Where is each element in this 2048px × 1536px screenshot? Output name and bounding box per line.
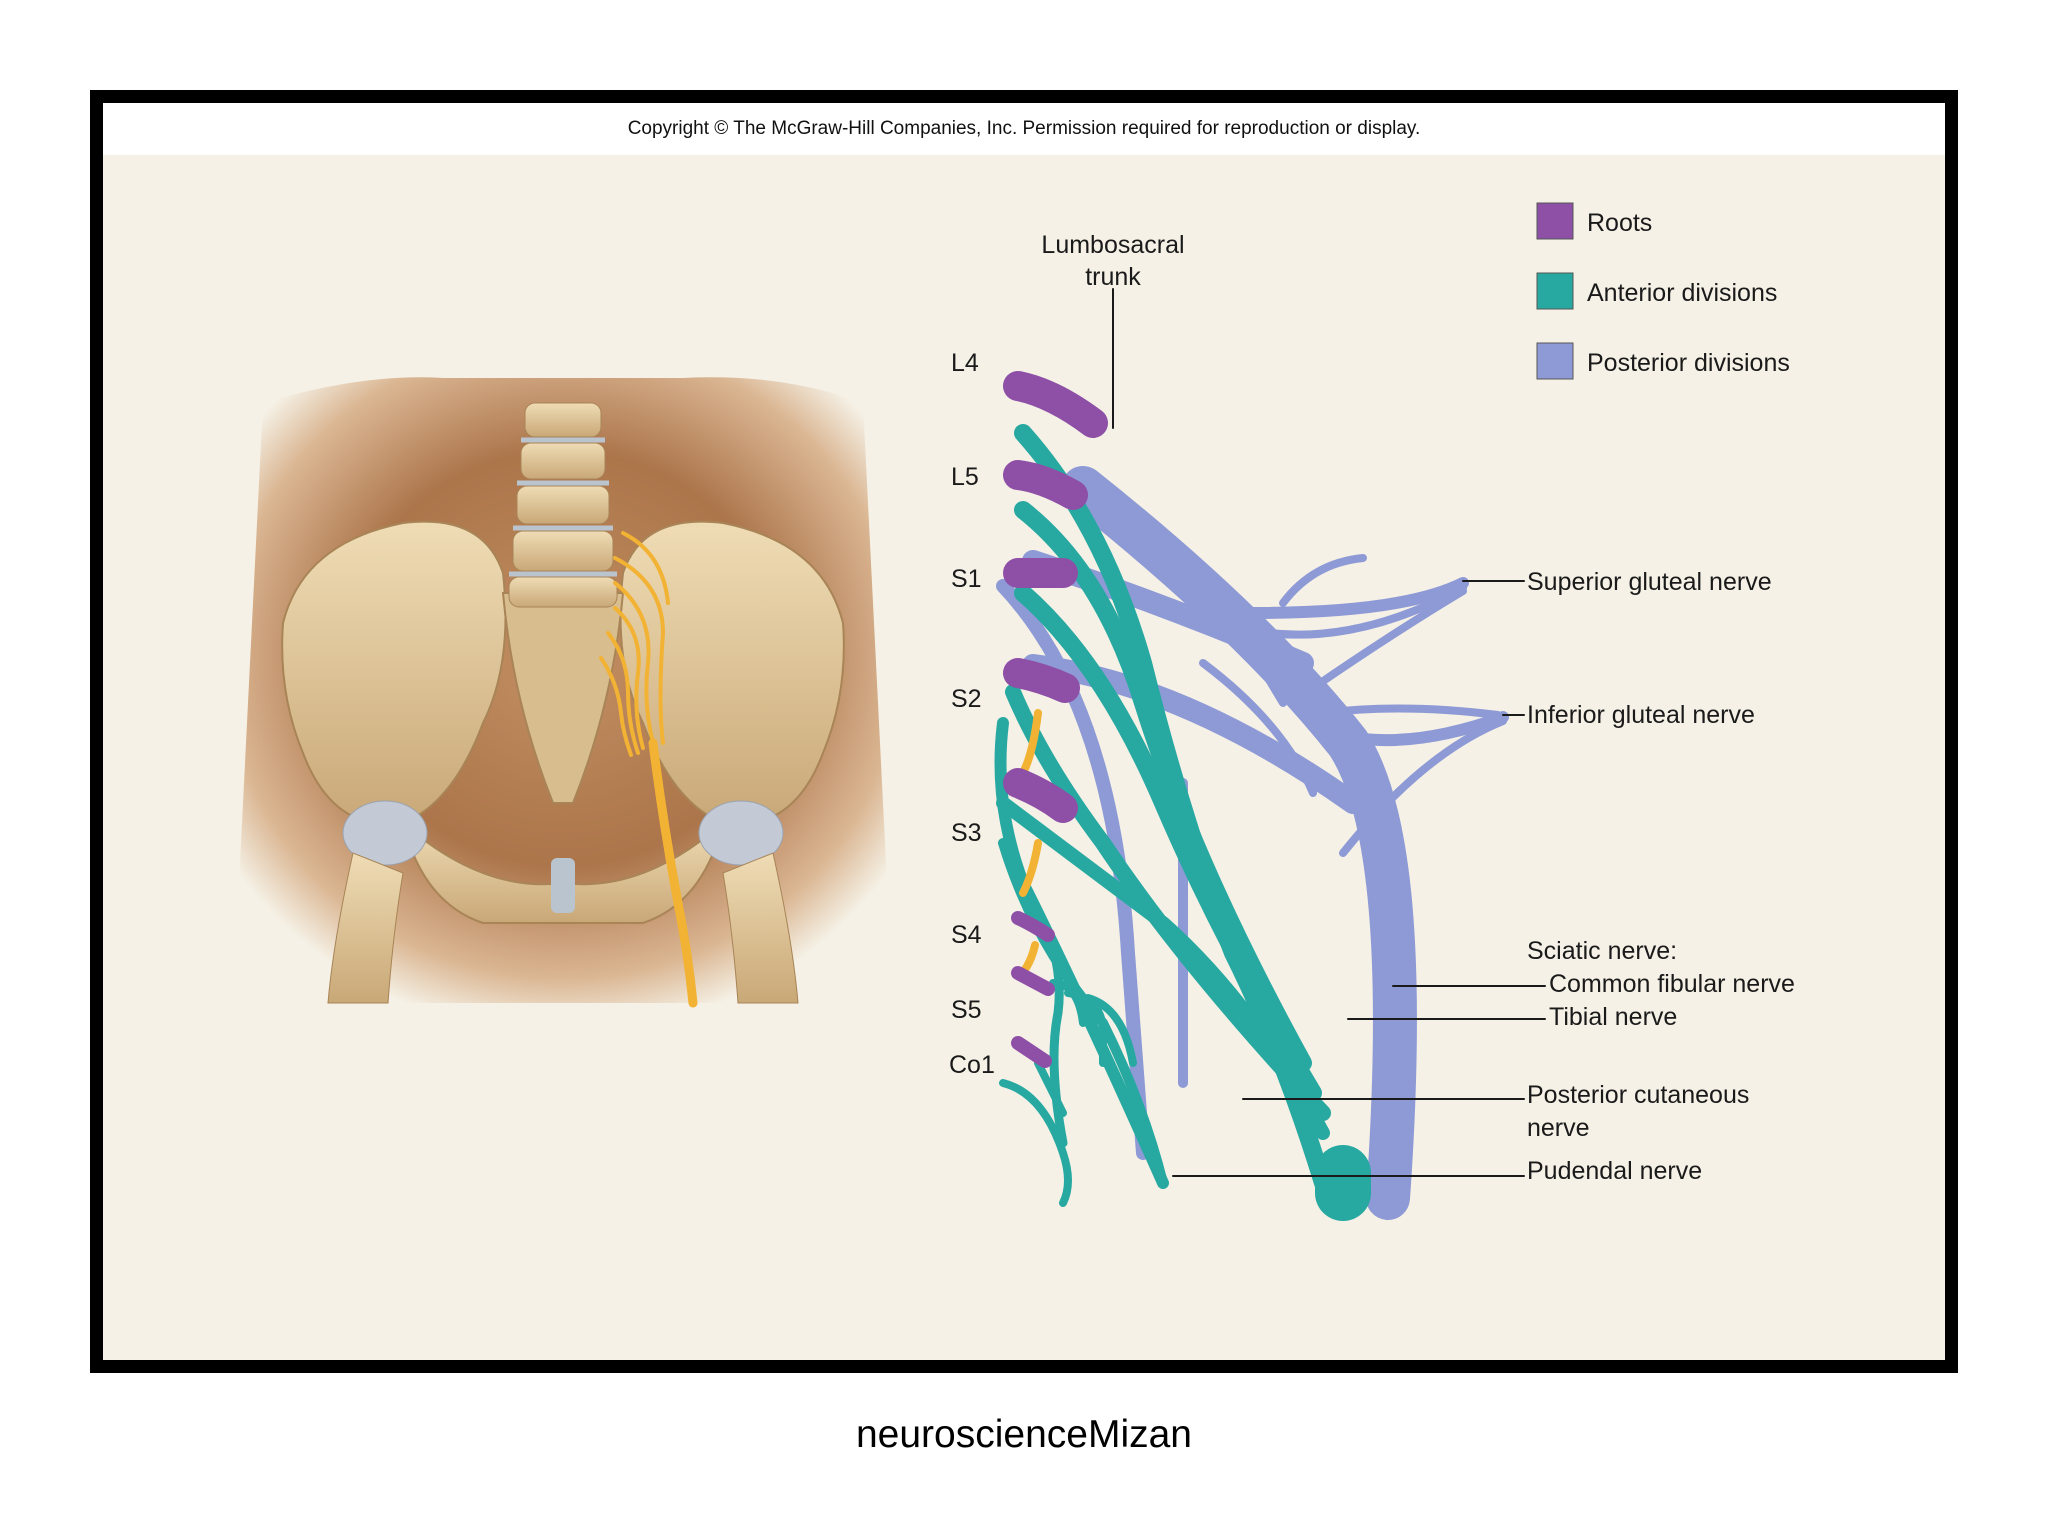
- root-L5: [1003, 460, 1088, 510]
- root-S3: [1003, 768, 1078, 823]
- legend-swatch-roots: [1536, 202, 1574, 240]
- root-Co1: [1011, 1036, 1052, 1068]
- root-S4: [1011, 911, 1055, 942]
- right-iliac-wing: [619, 520, 845, 826]
- roots: [1003, 371, 1108, 1068]
- legend-label-posterior: Posterior divisions: [1587, 349, 1790, 377]
- root-label-S5: S5: [951, 996, 982, 1024]
- label-sciatic: Sciatic nerve:: [1527, 937, 1677, 965]
- root-label-S4: S4: [951, 921, 982, 949]
- leader-lines: [1112, 288, 1546, 1177]
- right-hip-joint: [698, 800, 784, 866]
- root-L4: [1003, 371, 1108, 438]
- copyright-notice: Copyright © The McGraw-Hill Companies, I…: [103, 103, 1945, 155]
- root-label-L5: L5: [951, 463, 979, 491]
- plexus-schematic: [994, 288, 1546, 1221]
- trunk-label-line2: trunk: [1085, 263, 1141, 291]
- label-posterior-cutaneous-1: Posterior cutaneous: [1527, 1081, 1749, 1109]
- figure-frame: Copyright © The McGraw-Hill Companies, I…: [90, 90, 1958, 1373]
- label-inferior-gluteal: Inferior gluteal nerve: [1527, 701, 1755, 729]
- lumbosacral-plexus-nerves: [599, 531, 698, 1008]
- root-S5: [1011, 966, 1055, 996]
- legend-label-roots: Roots: [1587, 209, 1652, 237]
- sacrum: [501, 592, 625, 804]
- left-hip-joint: [342, 800, 428, 866]
- pubic-symphysis: [551, 858, 575, 913]
- left-iliac-wing: [281, 520, 507, 826]
- posterior-divisions: [996, 466, 1509, 1220]
- label-superior-gluteal: Superior gluteal nerve: [1527, 568, 1772, 596]
- legend-label-anterior: Anterior divisions: [1587, 279, 1777, 307]
- label-common-fibular: Common fibular nerve: [1549, 970, 1795, 998]
- root-label-Co1: Co1: [949, 1051, 995, 1079]
- lumbar-vertebrae: [508, 402, 618, 608]
- root-label-S2: S2: [951, 685, 982, 713]
- pelvis-illustration: [233, 377, 893, 1008]
- trunk-label-line1: Lumbosacral: [1041, 231, 1184, 259]
- label-posterior-cutaneous-2: nerve: [1527, 1114, 1590, 1142]
- caption: neuroscienceMizan: [855, 1413, 1192, 1456]
- legend-swatch-anterior: [1536, 272, 1574, 310]
- right-femur: [722, 852, 799, 1004]
- root-label-S3: S3: [951, 819, 982, 847]
- label-tibial: Tibial nerve: [1549, 1003, 1677, 1031]
- root-S2: [1003, 658, 1080, 703]
- root-label-L4: L4: [951, 349, 979, 377]
- legend-swatch-posterior: [1536, 342, 1574, 380]
- root-label-S1: S1: [951, 565, 982, 593]
- labels: Lumbosacral trunk L4 L5 S1 S2 S3 S4 S5 C…: [949, 231, 1795, 1185]
- legend: Roots Anterior divisions Posterior divis…: [1536, 202, 1790, 380]
- left-femur: [327, 852, 404, 1004]
- plexus-illustration: Roots Anterior divisions Posterior divis…: [233, 202, 1795, 1221]
- label-pudendal: Pudendal nerve: [1527, 1157, 1702, 1185]
